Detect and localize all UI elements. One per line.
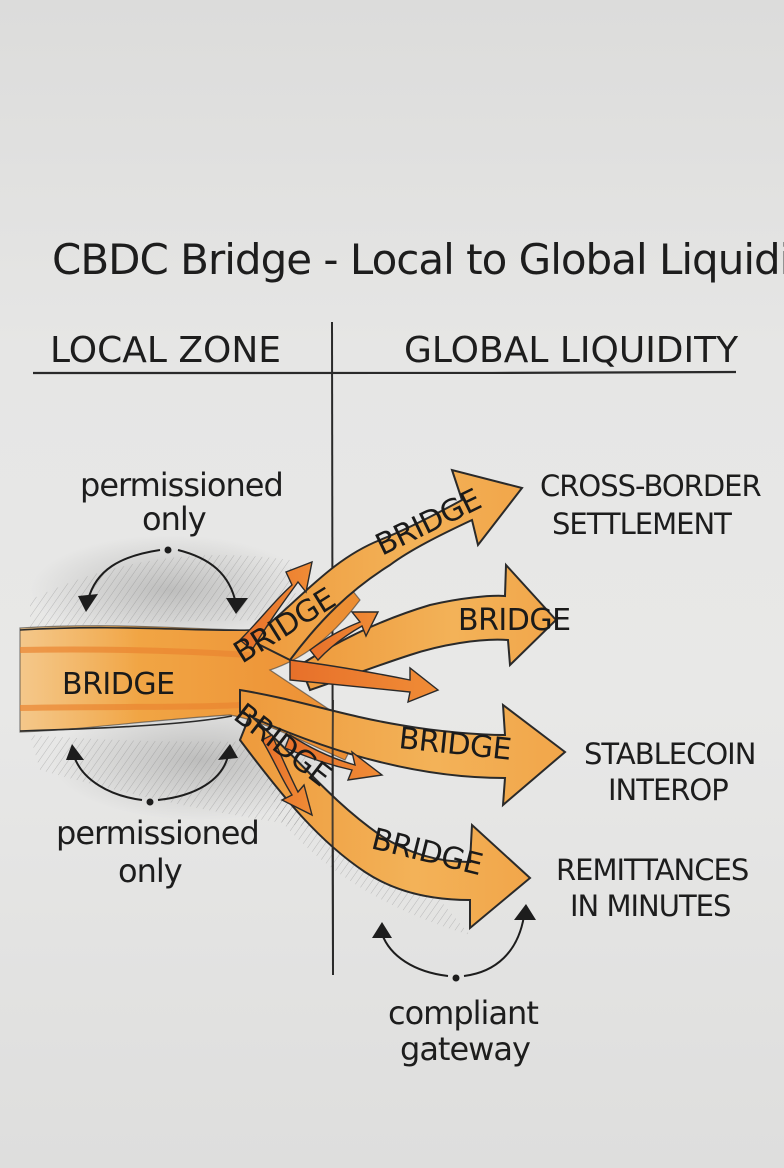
accent-arrow-mid-2 — [289, 659, 440, 704]
hatching-top — [30, 555, 300, 628]
bridge-label-second: BRIDGE — [458, 603, 571, 638]
note-bottom-right-line1: compliant — [388, 994, 538, 1032]
note-top-left-line1: permissioned — [80, 466, 283, 504]
dest-remittances-line2: IN MINUTES — [570, 889, 730, 923]
main-flow-outline-bottom — [19, 715, 233, 732]
zone-header-global: GLOBAL LIQUIDITY — [404, 330, 739, 371]
accent-arrow-mid-1 — [309, 611, 380, 662]
note-top-left-line2: only — [142, 500, 206, 538]
bridge-label-top: BRIDGE — [370, 482, 487, 563]
bridge-label-main: BRIDGE — [62, 667, 175, 702]
header-underline — [32, 370, 737, 375]
note-bottom-right-arrows — [381, 915, 525, 982]
main-flow-outline-top — [19, 626, 253, 632]
diagram-title: CBDC Bridge - Local to Global Liquidity — [52, 235, 784, 284]
main-flow-streak-1 — [19, 646, 251, 658]
note-bottom-left-line2: only — [118, 852, 182, 890]
dest-remittances-line1: REMITTANCES — [556, 853, 748, 887]
dest-stablecoin-line2: INTEROP — [608, 773, 728, 807]
note-bottom-left-arrows — [73, 755, 229, 806]
note-bottom-right-arrowhead-right — [514, 904, 536, 920]
dest-cross-border-line2: SETTLEMENT — [552, 507, 732, 541]
arrow-middle — [298, 562, 558, 692]
accent-arrow-low-1 — [284, 733, 384, 781]
note-bottom-right-arrowhead-left — [372, 922, 392, 938]
note-bottom-right-line2: gateway — [400, 1030, 530, 1068]
accent-arrow-low-2 — [261, 734, 314, 817]
accent-arrow-up — [238, 560, 313, 652]
note-top-left-arrowhead-left — [78, 594, 98, 612]
note-bottom-left-arrowhead-left — [66, 744, 84, 760]
note-top-left-arrowhead-right — [226, 598, 248, 614]
arrow-stablecoin — [239, 688, 567, 808]
main-flow-streak-2 — [19, 702, 241, 711]
note-bottom-left-line1: permissioned — [56, 814, 259, 852]
dest-cross-border-line1: CROSS-BORDER — [540, 469, 761, 503]
dest-stablecoin-line1: STABLECOIN — [584, 737, 755, 771]
note-bottom-left-arrowhead-right — [218, 744, 238, 760]
zone-header-local: LOCAL ZONE — [50, 330, 281, 371]
arrow-cross-border — [248, 468, 524, 662]
arrow-remittances — [238, 713, 532, 931]
note-top-left-arrows — [87, 546, 237, 605]
